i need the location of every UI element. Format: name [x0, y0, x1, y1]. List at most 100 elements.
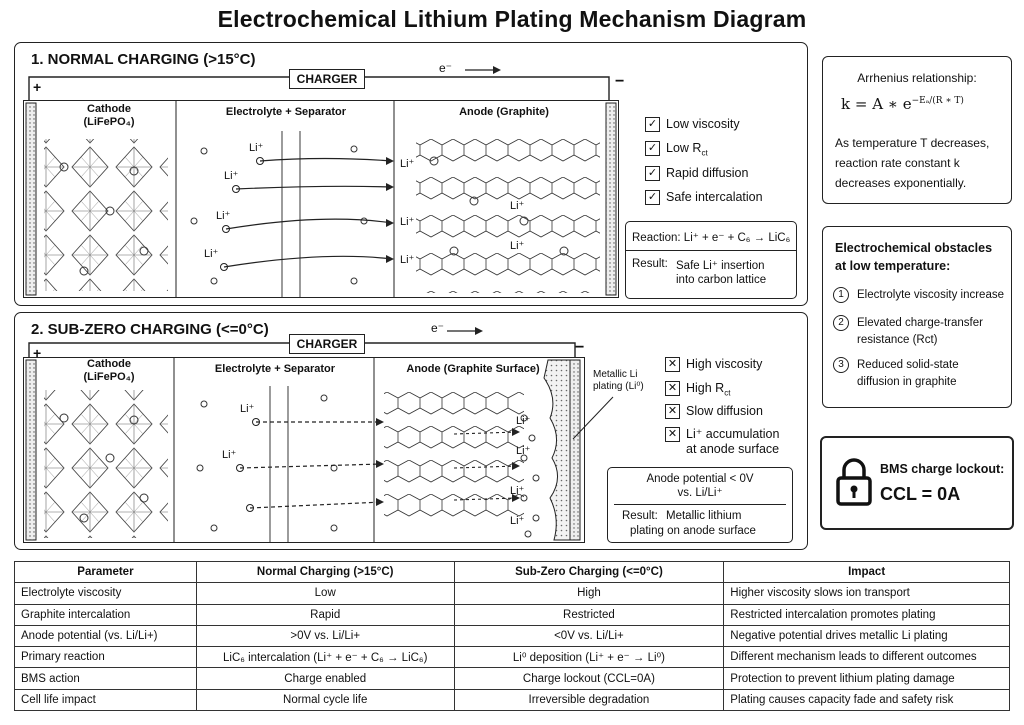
table-cell: Rapid: [195, 603, 455, 626]
obstacle-item: 2 Elevated charge-transfer resistance (R…: [833, 315, 983, 346]
cell-drawing: [25, 101, 617, 297]
table-cell: Cell life impact: [14, 688, 197, 712]
ccl-value: CCL = 0A: [880, 484, 961, 504]
column-header: Sub-Zero Charging (<=0°C): [453, 560, 725, 584]
ion-label: Li⁺: [224, 170, 239, 182]
x-mark-icon: ✕: [665, 427, 680, 442]
ion-label: Li⁺: [249, 142, 264, 154]
table-cell: LiC₆ intercalation (Li⁺ + e⁻ + C₆ → LiC₆…: [195, 646, 455, 669]
plus-terminal: +: [33, 79, 42, 95]
table-cell: High: [453, 582, 725, 605]
table-row: BMS action Charge enabled Charge lockout…: [14, 667, 1010, 690]
table-row: Primary reaction LiC₆ intercalation (Li⁺…: [14, 646, 1010, 669]
number-circle-icon: 1: [833, 287, 849, 303]
obstacles-box: Electrochemical obstacles at low tempera…: [822, 226, 1012, 408]
table-cell: Different mechanism leads to different o…: [723, 646, 1010, 669]
table-cell: BMS action: [14, 667, 197, 690]
bms-lockout-box: BMS charge lockout: CCL = 0A: [820, 436, 1014, 530]
reaction-result-box: Reaction: Li⁺ + e⁻ + C₆ → LiC₆ Result: S…: [625, 221, 797, 299]
table-cell: Charge lockout (CCL=0A): [453, 667, 725, 690]
table-cell: Higher viscosity slows ion transport: [723, 582, 1010, 605]
table-cell: Li⁰ deposition (Li⁺ + e⁻ → Li⁰): [453, 646, 725, 669]
page-title: Electrochemical Lithium Plating Mechanis…: [217, 6, 807, 32]
result-line-2: plating on anode surface: [630, 525, 756, 537]
obstacle-item: 3 Reduced solid-state diffusion in graph…: [833, 357, 959, 388]
reaction-label: Reaction:: [632, 232, 681, 244]
comparison-table: Parameter Normal Charging (>15°C) Sub-Ze…: [14, 560, 1010, 712]
table-cell: Plating causes capacity fade and safety …: [723, 688, 1010, 712]
cell-diagram: Cathode(LiFePO₄) Electrolyte + Separator…: [23, 100, 619, 298]
charger-box: CHARGER: [289, 334, 365, 354]
x-mark-icon: ✕: [665, 381, 680, 396]
ion-label: Li⁺: [216, 210, 231, 222]
column-header: Normal Charging (>15°C): [195, 560, 455, 584]
minus-terminal: −: [615, 73, 625, 90]
table-cell: Graphite intercalation: [14, 603, 197, 626]
ion-label: Li⁺: [400, 158, 415, 170]
reaction-equation: Li⁺ + e⁻ + C₆ → LiC₆: [683, 232, 791, 244]
result-line-1: Metallic lithium: [666, 510, 742, 522]
table-cell: Negative potential drives metallic Li pl…: [723, 624, 1010, 648]
ion-label: Li⁺: [400, 254, 415, 266]
table-row: Electrolyte viscosity Low High Higher vi…: [14, 582, 1010, 605]
ion-label: Li⁺: [510, 240, 525, 252]
arrhenius-formula: k = A ∗ e−Eₐ/(R ∗ T): [841, 95, 964, 113]
cell-drawing: [25, 358, 581, 542]
plus-terminal: +: [33, 345, 42, 361]
ion-label: Li⁺: [516, 445, 531, 457]
ion-label: Li⁺: [510, 515, 525, 527]
x-mark-icon: ✕: [665, 357, 680, 372]
column-header: Parameter: [14, 560, 197, 584]
ion-label: Li⁺: [516, 415, 531, 427]
table-cell: Primary reaction: [14, 646, 197, 669]
normal-charging-panel: 1. NORMAL CHARGING (>15°C) CHARGER e⁻ + …: [14, 42, 808, 306]
cell-diagram: Cathode(LiFePO₄) Electrolyte + Separator…: [23, 357, 585, 543]
electrolyte-label: Electrolyte + Separator: [214, 363, 336, 375]
arrhenius-box: Arrhenius relationship: k = A ∗ e−Eₐ/(R …: [822, 56, 1012, 204]
panel-heading: 1. NORMAL CHARGING (>15°C): [31, 51, 256, 68]
table-row: Anode potential (vs. Li/Li+) >0V vs. Li/…: [14, 624, 1010, 648]
table-row: Graphite intercalation Rapid Restricted …: [14, 603, 1010, 626]
table-cell: Restricted intercalation promotes platin…: [723, 603, 1010, 626]
table-cell: Normal cycle life: [195, 688, 455, 712]
table-cell: >0V vs. Li/Li+: [195, 624, 455, 648]
checkmark-icon: ✓: [645, 117, 660, 132]
subzero-charging-panel: 2. SUB-ZERO CHARGING (<=0°C) CHARGER e⁻ …: [14, 312, 808, 550]
table-row: Cell life impact Normal cycle life Irrev…: [14, 688, 1010, 712]
arrhenius-text: As temperature T decreases, reaction rat…: [835, 136, 990, 190]
x-mark-icon: ✕: [665, 404, 680, 419]
bms-label: BMS charge lockout:: [880, 462, 1005, 476]
table-cell: Protection to prevent lithium plating da…: [723, 667, 1010, 690]
ion-label: Li⁺: [204, 248, 219, 260]
cathode-label: Cathode(LiFePO₄): [83, 358, 135, 383]
arrhenius-heading: Arrhenius relationship:: [857, 71, 977, 85]
callout-line: [572, 396, 614, 440]
number-circle-icon: 2: [833, 315, 849, 331]
lock-icon: [836, 458, 872, 506]
table-cell: Restricted: [453, 603, 725, 626]
obstacles-heading: Electrochemical obstacles at low tempera…: [835, 241, 993, 273]
checkmark-icon: ✓: [645, 166, 660, 181]
checkmark-icon: ✓: [645, 141, 660, 156]
result-label: Result:: [632, 258, 668, 270]
number-circle-icon: 3: [833, 357, 849, 373]
table-cell: Charge enabled: [195, 667, 455, 690]
table-header-row: Parameter Normal Charging (>15°C) Sub-Ze…: [14, 560, 1010, 584]
result-label: Result:: [622, 510, 658, 522]
anode-label: Anode (Graphite Surface): [406, 363, 540, 375]
electrolyte-label: Electrolyte + Separator: [225, 106, 347, 118]
result-line-1: Safe Li⁺ insertion: [676, 260, 765, 272]
table-cell: Electrolyte viscosity: [14, 582, 197, 605]
column-header: Impact: [723, 560, 1010, 584]
obstacle-item: 1 Electrolyte viscosity increase: [833, 287, 1004, 303]
ion-label: Li⁺: [400, 216, 415, 228]
checkmark-icon: ✓: [645, 190, 660, 205]
ion-label: Li⁺: [240, 403, 255, 415]
table-cell: Low: [195, 582, 455, 605]
ion-label: Li⁺: [510, 200, 525, 212]
cathode-label: Cathode(LiFePO₄): [83, 103, 135, 128]
electron-label: e⁻: [439, 61, 453, 75]
ion-label: Li⁺: [510, 485, 525, 497]
